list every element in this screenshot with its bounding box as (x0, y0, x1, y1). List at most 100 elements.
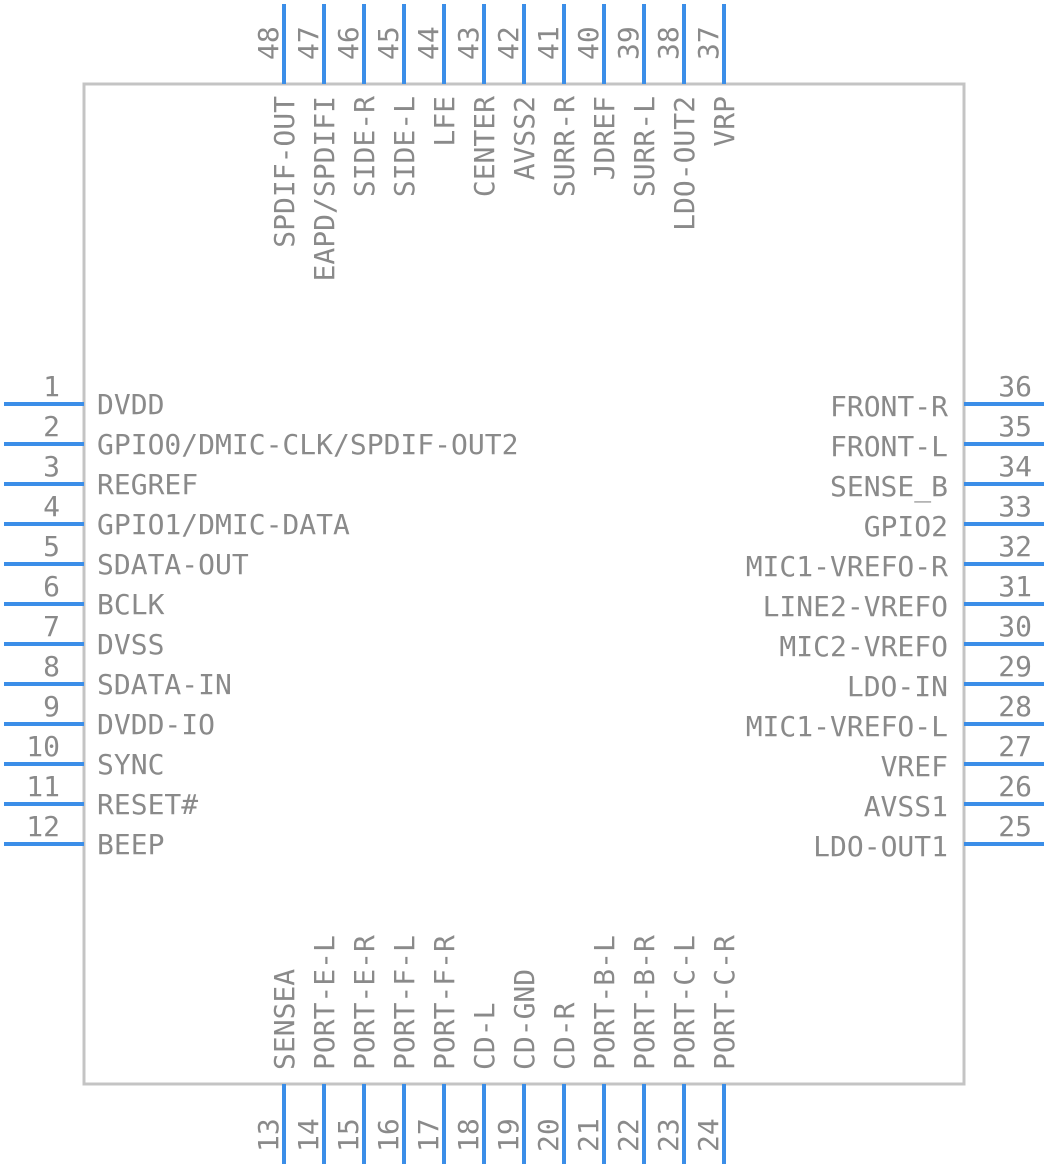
pin-label-regref: REGREF (97, 468, 198, 501)
pin-35-number: 35 (998, 410, 1032, 443)
pin-16-number: 16 (372, 1118, 405, 1152)
pin-label-bclk: BCLK (97, 588, 165, 621)
pin-39-number: 39 (612, 26, 645, 60)
pin-label-avss2: AVSS2 (508, 96, 541, 180)
pin-label-mic1-vrefo-l: MIC1-VREFO-L (746, 710, 948, 743)
pin-36-number: 36 (998, 370, 1032, 403)
pin-13-number: 13 (252, 1118, 285, 1152)
pin-44-number: 44 (412, 26, 445, 60)
pin-label-gpio1-dmic-data: GPIO1/DMIC-DATA (97, 508, 350, 541)
pin-label-front-l: FRONT-L (830, 430, 948, 463)
pin-label-port-f-l: PORT-F-L (388, 935, 421, 1070)
pin-28-number: 28 (998, 690, 1032, 723)
pin-34-number: 34 (998, 450, 1032, 483)
pin-38-number: 38 (652, 26, 685, 60)
pin-label-port-e-r: PORT-E-R (348, 935, 381, 1070)
pin-8-number: 8 (43, 650, 60, 683)
pin-label-ldo-out2: LDO-OUT2 (668, 96, 701, 231)
pin-11-number: 11 (26, 770, 60, 803)
pin-21-number: 21 (572, 1118, 605, 1152)
pin-label-sensea: SENSEA (268, 969, 301, 1070)
pin-label-sync: SYNC (97, 748, 164, 781)
pin-48-number: 48 (252, 26, 285, 60)
pin-25-number: 25 (998, 810, 1032, 843)
pin-10-number: 10 (26, 730, 60, 763)
pin-label-vref: VREF (881, 750, 948, 783)
pin-30-number: 30 (998, 610, 1032, 643)
pin-31-number: 31 (998, 570, 1032, 603)
pin-19-number: 19 (492, 1118, 525, 1152)
pin-label-front-r: FRONT-R (830, 390, 948, 423)
pin-label-port-f-r: PORT-F-R (428, 935, 461, 1070)
pin-22-number: 22 (612, 1118, 645, 1152)
pin-label-sdata-in: SDATA-IN (97, 668, 232, 701)
pin-label-sdata-out: SDATA-OUT (97, 548, 249, 581)
pin-label-port-e-l: PORT-E-L (308, 935, 341, 1070)
pin-label-cd-r: CD-R (548, 1002, 581, 1070)
pin-label-spdif-out: SPDIF-OUT (268, 96, 301, 248)
pin-label-jdref: JDREF (588, 96, 621, 180)
pin-label-center: CENTER (468, 96, 501, 197)
pin-47-number: 47 (292, 26, 325, 60)
pin-1-number: 1 (43, 370, 60, 403)
pin-label-beep: BEEP (97, 828, 164, 861)
pin-label-gpio2: GPIO2 (864, 510, 948, 543)
pin-32-number: 32 (998, 530, 1032, 563)
pin-43-number: 43 (452, 26, 485, 60)
pin-label-eapd-spdifi: EAPD/SPDIFI (308, 96, 341, 281)
pin-label-port-b-r: PORT-B-R (628, 935, 661, 1070)
pin-41-number: 41 (532, 26, 565, 60)
pin-label-cd-l: CD-L (468, 1003, 501, 1070)
pin-15-number: 15 (332, 1118, 365, 1152)
pin-37-number: 37 (692, 26, 725, 60)
pin-label-lfe: LFE (428, 96, 461, 147)
pin-6-number: 6 (43, 570, 60, 603)
pin-27-number: 27 (998, 730, 1032, 763)
pin-label-avss1: AVSS1 (864, 790, 948, 823)
pin-label-port-c-l: PORT-C-L (668, 935, 701, 1070)
pin-label-dvss: DVSS (97, 628, 164, 661)
pin-label-dvdd: DVDD (97, 388, 164, 421)
pin-label-reset: RESET# (97, 788, 198, 821)
pin-29-number: 29 (998, 650, 1032, 683)
pin-14-number: 14 (292, 1118, 325, 1152)
pin-26-number: 26 (998, 770, 1032, 803)
pin-17-number: 17 (412, 1118, 445, 1152)
pin-18-number: 18 (452, 1118, 485, 1152)
pin-label-ldo-out1: LDO-OUT1 (813, 830, 948, 863)
pin-45-number: 45 (372, 26, 405, 60)
pin-label-dvdd-io: DVDD-IO (97, 708, 215, 741)
pin-42-number: 42 (492, 26, 525, 60)
pin-label-mic1-vrefo-r: MIC1-VREFO-R (746, 550, 948, 583)
pin-label-sense-b: SENSE_B (830, 470, 948, 504)
pin-12-number: 12 (26, 810, 60, 843)
pin-label-port-b-l: PORT-B-L (588, 935, 621, 1070)
pin-5-number: 5 (43, 530, 60, 563)
pin-4-number: 4 (43, 490, 60, 523)
pin-label-port-c-r: PORT-C-R (708, 935, 741, 1070)
pin-46-number: 46 (332, 26, 365, 60)
pin-20-number: 20 (532, 1118, 565, 1152)
pin-label-side-l: SIDE-L (388, 96, 421, 197)
pin-40-number: 40 (572, 26, 605, 60)
pin-label-surr-l: SURR-L (628, 96, 661, 197)
pin-label-gpio0-dmic-clk-spdif-out2: GPIO0/DMIC-CLK/SPDIF-OUT2 (97, 428, 518, 461)
pin-label-line2-vrefo: LINE2-VREFO (763, 590, 948, 623)
pin-label-mic2-vrefo: MIC2-VREFO (779, 630, 948, 663)
pin-24-number: 24 (692, 1118, 725, 1152)
pin-33-number: 33 (998, 490, 1032, 523)
pin-label-vrp: VRP (708, 96, 741, 147)
pin-3-number: 3 (43, 450, 60, 483)
ic-body-outline (82, 82, 966, 1086)
pin-9-number: 9 (43, 690, 60, 723)
pin-label-ldo-in: LDO-IN (847, 670, 948, 703)
pin-2-number: 2 (43, 410, 60, 443)
pin-label-cd-gnd: CD-GND (508, 969, 541, 1070)
pin-label-side-r: SIDE-R (348, 96, 381, 197)
pin-7-number: 7 (43, 610, 60, 643)
pin-23-number: 23 (652, 1118, 685, 1152)
pin-label-surr-r: SURR-R (548, 96, 581, 197)
